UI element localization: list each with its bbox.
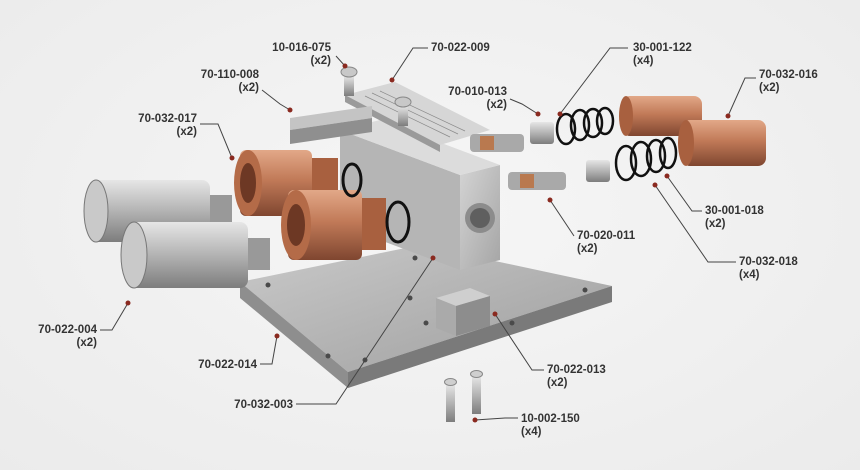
label-70-022-013: 70-022-013 bbox=[547, 364, 606, 376]
label-70-032-017: 70-032-017 bbox=[138, 113, 197, 125]
label-70-022-009: 70-022-009 bbox=[431, 42, 490, 54]
label-70-022-014: 70-022-014 bbox=[198, 359, 257, 371]
screw-top bbox=[340, 66, 412, 126]
copper-fitting-right bbox=[619, 96, 766, 166]
base-plate bbox=[240, 245, 612, 388]
copper-fitting-left bbox=[234, 150, 386, 260]
label-70-020-011: 70-020-011 bbox=[577, 230, 636, 242]
qty-70-110-008: (x2) bbox=[239, 82, 260, 94]
qty-70-032-018: (x4) bbox=[739, 269, 760, 281]
qty-70-032-016: (x2) bbox=[759, 82, 780, 94]
label-70-022-004: 70-022-004 bbox=[38, 324, 97, 336]
clamp-bar bbox=[290, 106, 372, 144]
label-30-001-018: 30-001-018 bbox=[705, 205, 764, 217]
qty-70-032-017: (x2) bbox=[177, 126, 198, 138]
leader-lines bbox=[100, 47, 756, 421]
qty-10-016-075: (x2) bbox=[311, 55, 332, 67]
callout-labels: 10-016-075 (x2) 70-022-009 30-001-122 (x… bbox=[38, 42, 818, 438]
qty-30-001-018: (x2) bbox=[705, 218, 726, 230]
label-10-016-075: 10-016-075 bbox=[272, 42, 331, 54]
leader-dots bbox=[125, 63, 731, 423]
qty-70-010-013: (x2) bbox=[487, 99, 508, 111]
label-10-002-150: 10-002-150 bbox=[521, 413, 580, 425]
qty-70-022-013: (x2) bbox=[547, 377, 568, 389]
screw-bottom bbox=[444, 370, 483, 422]
o-rings-right bbox=[555, 106, 678, 182]
label-70-032-018: 70-032-018 bbox=[739, 256, 798, 268]
qty-70-020-011: (x2) bbox=[577, 243, 598, 255]
label-70-032-003: 70-032-003 bbox=[234, 399, 293, 411]
label-70-010-013: 70-010-013 bbox=[448, 86, 507, 98]
block-small bbox=[436, 288, 490, 336]
sleeve bbox=[530, 122, 610, 182]
label-30-001-122: 30-001-122 bbox=[633, 42, 692, 54]
label-70-032-016: 70-032-016 bbox=[759, 69, 818, 81]
qty-10-002-150: (x4) bbox=[521, 426, 542, 438]
qty-30-001-122: (x4) bbox=[633, 55, 654, 67]
qty-70-022-004: (x2) bbox=[77, 337, 98, 349]
label-70-110-008: 70-110-008 bbox=[201, 69, 260, 81]
o-rings-left bbox=[341, 162, 411, 244]
coupling bbox=[83, 179, 270, 289]
valve bbox=[470, 134, 566, 190]
